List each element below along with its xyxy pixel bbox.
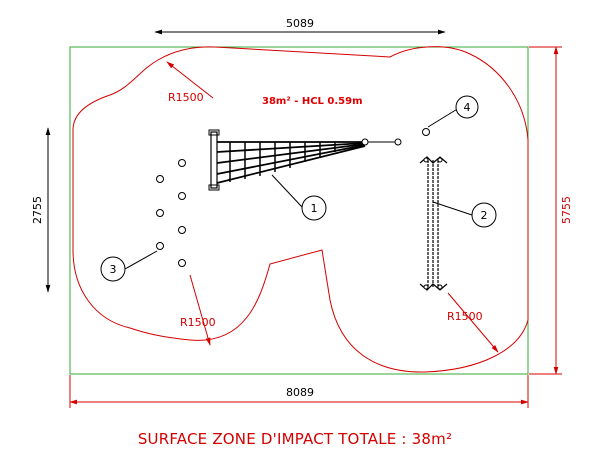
total-impact-area-caption: SURFACE ZONE D'IMPACT TOTALE : 38m² [138, 430, 452, 448]
dimension-left-height-label: 2755 [31, 196, 44, 224]
dimension-top-width: 5089 [154, 17, 446, 35]
balloon-callout-3: 3 [100, 250, 158, 282]
impact-zone-outline [72, 46, 529, 373]
single-post [422, 128, 430, 136]
stepping-posts [156, 159, 186, 267]
radius-label-top-left: R1500 [168, 91, 204, 104]
radius-callout-bottom-left: R1500 [180, 274, 216, 346]
dimension-right-height-label: 5755 [560, 196, 573, 224]
balloon-callout-1: 1 [271, 174, 327, 221]
balance-bar-structure [419, 156, 448, 291]
radius-label-bottom-right: R1500 [447, 310, 483, 323]
climbing-net-structure [208, 129, 402, 191]
balloon-label-3: 3 [110, 263, 117, 276]
balloon-callout-4: 4 [427, 95, 479, 128]
area-hcl-note: 38m² - HCL 0.59m [262, 96, 362, 107]
radius-callout-top-left: R1500 [166, 61, 214, 104]
balloon-label-4: 4 [464, 101, 471, 114]
radius-callout-bottom-right: R1500 [447, 292, 499, 353]
dimension-top-width-label: 5089 [286, 17, 314, 30]
balloon-label-1: 1 [311, 202, 318, 215]
balloon-callout-2: 2 [432, 201, 497, 228]
dimension-bottom-width: 8089 [69, 375, 529, 408]
radius-label-bottom-left: R1500 [180, 316, 216, 329]
balloon-label-2: 2 [481, 209, 488, 222]
dimension-bottom-width-label: 8089 [286, 386, 314, 399]
dimension-left-height: 2755 [31, 127, 51, 293]
dimension-right-height: 5755 [529, 46, 573, 375]
